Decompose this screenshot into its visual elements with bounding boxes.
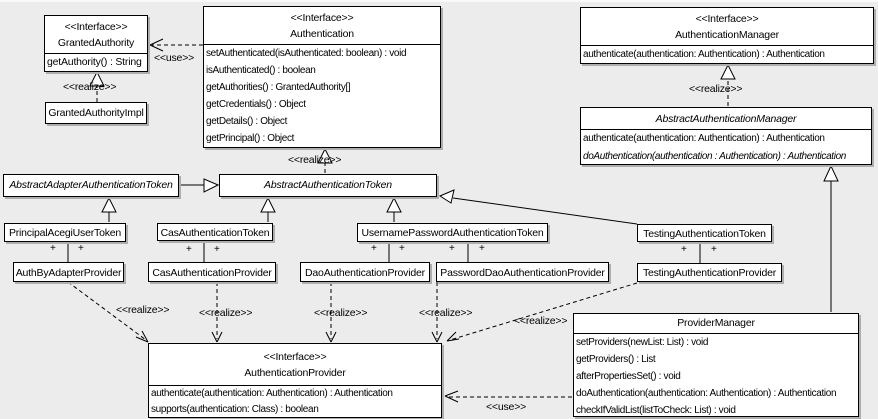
method-label: doAuthentication(authentication: Authent…	[576, 388, 837, 399]
method-label: setProviders(newList: List) : void	[576, 337, 709, 348]
realize-label: <<realize>>	[689, 83, 743, 95]
class-name: ProviderManager	[677, 317, 755, 329]
class-name: CasAuthenticationProvider	[152, 267, 272, 279]
method-label: doAuthentication(authentication : Authen…	[583, 151, 847, 162]
method-label: getAuthority() : String	[47, 56, 142, 68]
use-label: <<use>>	[486, 401, 527, 413]
class-abstract-authentication-token[interactable]: AbstractAuthenticationToken	[219, 174, 437, 197]
edge-use-providermanager	[444, 390, 572, 403]
class-name: TestingAuthenticationProvider	[642, 267, 777, 279]
class-name: AuthByAdapterProvider	[15, 267, 122, 279]
edge-gen-testing-token	[438, 189, 638, 225]
edge-realize-grantedauthorityimpl	[89, 70, 105, 102]
method-label: authenticate(authentication: Authenticat…	[583, 133, 825, 144]
edge-use-authentication-grantedauthority	[149, 38, 203, 52]
class-name: Authentication	[290, 28, 354, 40]
class-name: CasAuthenticationToken	[160, 227, 270, 239]
edge-realize-passworddaoprovider	[431, 282, 443, 343]
edge-realize-abstractauthenticationmanager	[720, 63, 736, 106]
multiplicity-label: +	[449, 243, 455, 254]
class-provider-manager[interactable]: ProviderManager setProviders(newList: Li…	[573, 313, 859, 417]
edge-gen-providermanager	[823, 164, 839, 312]
multiplicity-label: +	[711, 244, 717, 255]
method-label: afterPropertiesSet() : void	[576, 371, 681, 382]
method-label: authenticate(authentication: Authenticat…	[583, 49, 825, 60]
stereotype-label: <<Interface>>	[263, 351, 327, 363]
stereotype-label: <<Interface>>	[695, 13, 759, 25]
realize-label: <<realize>>	[199, 307, 253, 319]
edge-realize-casprovider	[211, 282, 223, 343]
method-label: getAuthorities() : GrantedAuthority[]	[206, 82, 351, 93]
realize-label: <<realize>>	[314, 307, 368, 319]
edge-realize-authbyadapterprovider	[67, 281, 149, 343]
class-username-password-authentication-token[interactable]: UsernamePasswordAuthenticationToken	[357, 223, 548, 242]
class-principal-acegi-user-token[interactable]: PrincipalAcegiUserToken	[4, 223, 126, 242]
multiplicity-label: +	[479, 243, 485, 254]
use-label: <<use>>	[154, 52, 195, 64]
class-name: TestingAuthenticationToken	[643, 228, 766, 240]
realize-label: <<realize>>	[514, 315, 568, 327]
class-name: PrincipalAcegiUserToken	[8, 227, 122, 239]
method-label: getDetails() : Object	[206, 116, 288, 127]
multiplicity-label: +	[186, 244, 192, 255]
class-cas-authentication-token[interactable]: CasAuthenticationToken	[157, 223, 273, 241]
method-label: getCredentials() : Object	[206, 99, 306, 110]
method-label: supports(authentication: Class) : boolea…	[151, 404, 319, 415]
method-label: checkIfValidList(listToCheck: List) : vo…	[576, 405, 736, 416]
class-authentication-provider[interactable]: <<Interface>> AuthenticationProvider aut…	[148, 343, 442, 418]
edge-gen-adapter-token	[180, 178, 220, 193]
stereotype-label: <<Interface>>	[64, 21, 128, 33]
edge-realize-testingprovider	[446, 282, 638, 342]
class-cas-authentication-provider[interactable]: CasAuthenticationProvider	[148, 262, 276, 282]
multiplicity-label: +	[399, 243, 405, 254]
realize-label: <<realize>>	[63, 81, 117, 93]
class-name: PasswordDaoAuthenticationProvider	[440, 267, 605, 279]
class-name: GrantedAuthorityImpl	[48, 107, 144, 119]
multiplicity-label: +	[681, 244, 687, 255]
method-label: getPrincipal() : Object	[206, 133, 295, 144]
realize-label: <<realize>>	[419, 307, 473, 319]
class-name: AbstractAuthenticationManager	[655, 113, 797, 125]
method-label: setAuthenticated(isAuthenticated: boolea…	[206, 48, 407, 59]
edge-realize-daoprovider	[325, 282, 337, 343]
multiplicity-label: +	[214, 244, 220, 255]
stereotype-label: <<Interface>>	[290, 12, 354, 24]
class-name: AuthenticationManager	[675, 29, 779, 41]
class-auth-by-adapter-provider[interactable]: AuthByAdapterProvider	[13, 262, 124, 282]
class-name: AbstractAdapterAuthenticationToken	[9, 179, 173, 191]
edge-gen-usernamepassword-token	[386, 196, 402, 222]
class-name: AuthenticationProvider	[244, 367, 346, 379]
class-testing-authentication-token[interactable]: TestingAuthenticationToken	[637, 224, 772, 242]
multiplicity-label: +	[371, 243, 377, 254]
class-abstract-authentication-manager[interactable]: AbstractAuthenticationManager authentica…	[580, 107, 872, 165]
method-label: getProviders() : List	[576, 354, 656, 365]
method-label: isAuthenticated() : boolean	[206, 65, 316, 76]
realize-label: <<realize>>	[116, 304, 170, 316]
multiplicity-label: +	[50, 243, 56, 254]
class-testing-authentication-provider[interactable]: TestingAuthenticationProvider	[637, 263, 782, 282]
class-authentication-manager[interactable]: <<Interface>> AuthenticationManager auth…	[580, 7, 874, 64]
class-name: UsernamePasswordAuthenticationToken	[361, 227, 544, 239]
class-name: GrantedAuthority	[57, 37, 135, 49]
class-dao-authentication-provider[interactable]: DaoAuthenticationProvider	[300, 262, 430, 282]
class-granted-authority-impl[interactable]: GrantedAuthorityImpl	[45, 102, 147, 124]
edge-realize-abstractauthenticationtoken	[317, 147, 333, 173]
class-authentication[interactable]: <<Interface>> Authentication setAuthenti…	[203, 6, 441, 148]
class-name: DaoAuthenticationProvider	[305, 267, 425, 279]
edge-gen-cas-token	[260, 196, 276, 222]
class-granted-authority[interactable]: <<Interface>> GrantedAuthority getAuthor…	[44, 15, 148, 72]
class-password-dao-authentication-provider[interactable]: PasswordDaoAuthenticationProvider	[436, 262, 609, 282]
edge-gen-principal	[101, 196, 117, 222]
method-label: authenticate(authentication: Authenticat…	[151, 388, 393, 399]
realize-label: <<realize>>	[288, 154, 342, 166]
class-abstract-adapter-authentication-token[interactable]: AbstractAdapterAuthenticationToken	[3, 174, 179, 197]
multiplicity-label: +	[78, 243, 84, 254]
class-name: AbstractAuthenticationToken	[264, 179, 392, 191]
